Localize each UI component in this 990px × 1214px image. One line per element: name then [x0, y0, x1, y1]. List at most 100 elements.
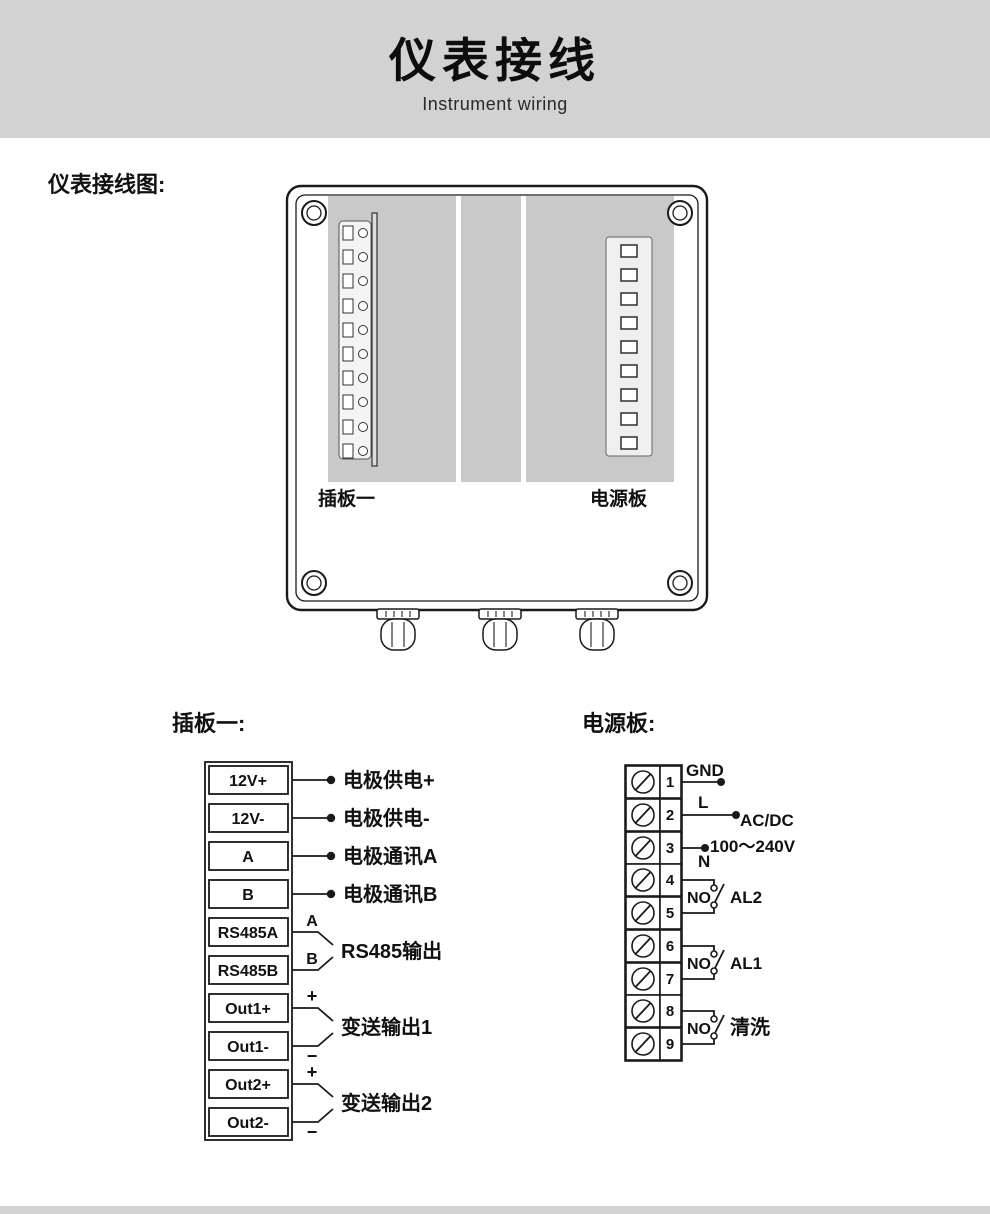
terminal-number: 4: [666, 872, 675, 889]
terminal-number: 5: [666, 905, 674, 922]
connector-modules: [342, 225, 368, 459]
terminal-number: 3: [666, 840, 674, 857]
power-terminal-row: 2: [625, 798, 682, 832]
wire-label: 电极通讯B: [343, 882, 437, 906]
terminal-number: 9: [666, 1036, 674, 1053]
terminal-label: Out1-: [227, 1039, 269, 1056]
terminal-box: [208, 879, 289, 909]
wire-tag-a: A: [306, 913, 318, 930]
wire-electrode-comm-b: 电极通讯B: [292, 882, 437, 906]
plugboard-heading: 插板一:: [172, 711, 245, 736]
wire-group-label: 变送输出1: [341, 1015, 432, 1039]
powerboard-strip: [605, 236, 653, 457]
corner-screw: [667, 200, 693, 226]
gnd-label: GND: [686, 761, 724, 780]
relay-name: AL1: [730, 954, 762, 973]
terminal-box: [208, 1107, 289, 1137]
terminal-label: RS485A: [218, 925, 279, 942]
power-terminal-row: 1: [625, 765, 682, 799]
wire-group-out2: + − 变送输出2: [292, 1062, 432, 1142]
wire-tag-minus: −: [307, 1122, 318, 1142]
terminal-number: 7: [666, 971, 674, 988]
relay-contact-type: NO: [687, 1021, 711, 1038]
corner-screw: [667, 570, 693, 596]
power-terminal-row: 5: [625, 896, 682, 930]
wire-tag-plus: +: [307, 1062, 318, 1082]
relay-al2: NO AL2: [681, 879, 762, 914]
wire-label: 电极供电-: [343, 806, 430, 830]
terminal-box: [208, 803, 289, 833]
page-subtitle: Instrument wiring: [422, 94, 568, 114]
terminal-box: [208, 917, 289, 947]
page-title: 仪表接线: [389, 34, 601, 87]
corner-screw: [301, 200, 327, 226]
terminal-number: 1: [666, 774, 674, 791]
wire-electrode-comm-a: 电极通讯A: [292, 844, 437, 868]
panel-divider: [521, 196, 526, 482]
terminal-label: 12V+: [229, 773, 267, 790]
power-terminal-row: 6: [625, 929, 682, 963]
terminal-label: Out2+: [225, 1077, 271, 1094]
power-terminal-row: 9: [625, 1027, 682, 1061]
switch-blade: [714, 1014, 725, 1034]
relay-contact-type: NO: [687, 890, 711, 907]
panel-label-right: 电源板: [590, 487, 648, 510]
live-label: L: [698, 793, 708, 812]
wire-label: 电极供电+: [343, 768, 435, 792]
cable-gland: [376, 608, 420, 651]
terminal-slots: [620, 244, 638, 450]
terminal-box: [208, 1031, 289, 1061]
powerboard-heading: 电源板:: [582, 711, 655, 736]
terminal-label: Out1+: [225, 1001, 271, 1018]
relay-contact-type: NO: [687, 956, 711, 973]
terminal-number: 2: [666, 807, 674, 824]
terminal-box: [208, 955, 289, 985]
wire-electrode-power-plus: 电极供电+: [292, 768, 435, 792]
enclosure-drawing: 插板一 电源板: [285, 184, 709, 651]
neutral-label: N: [698, 852, 710, 871]
header-banner: 仪表接线 Instrument wiring: [0, 0, 990, 138]
wire-group-rs485: A B RS485输出: [292, 913, 442, 971]
terminal-number: 6: [666, 938, 674, 955]
terminal-label: RS485B: [218, 963, 278, 980]
panel-label-left: 插板一: [318, 487, 375, 510]
power-terminal-row: 4: [625, 863, 682, 897]
plugboard-detail: 12V+ 12V- A B RS485A RS485B Out1+ Out1- …: [204, 761, 442, 1142]
power-terminal-row: 3: [625, 831, 682, 865]
wire-tag-minus: −: [307, 1046, 318, 1066]
relay-al1: NO AL1: [681, 945, 762, 980]
power-terminal-row: 7: [625, 962, 682, 996]
wire-group-label: 变送输出2: [341, 1091, 432, 1115]
panel-divider: [456, 196, 461, 482]
terminal-number: 8: [666, 1003, 674, 1020]
corner-screw: [301, 570, 327, 596]
terminal-label: A: [242, 849, 254, 866]
diagram-caption: 仪表接线图:: [47, 172, 165, 197]
terminal-label: B: [242, 887, 254, 904]
wire-gnd: GND: [681, 761, 725, 786]
terminal-label: 12V-: [232, 811, 265, 828]
terminal-box: [208, 841, 289, 871]
enclosure-inner-shell: [295, 194, 699, 602]
cable-gland: [478, 608, 522, 651]
supply-type-label: AC/DC: [740, 811, 794, 830]
wire-group-out1: + − 变送输出1: [292, 986, 432, 1066]
terminal-box: [208, 765, 289, 795]
switch-blade: [714, 883, 725, 903]
wire-tag-plus: +: [307, 986, 318, 1006]
cable-gland: [575, 608, 619, 651]
wire-electrode-power-minus: 电极供电-: [292, 806, 430, 830]
wire-neutral: N: [681, 844, 710, 871]
terminal-box: [208, 1069, 289, 1099]
relay-cleaning: NO 清洗: [681, 1010, 770, 1045]
supply-voltage-label: 100～240V: [710, 837, 796, 856]
relay-name: 清洗: [730, 1015, 770, 1039]
wire-live: L: [681, 793, 740, 819]
terminal-label: Out2-: [227, 1115, 269, 1132]
bottom-divider-bar: [0, 1206, 990, 1214]
wire-tag-b: B: [306, 951, 318, 968]
switch-blade: [714, 949, 725, 969]
strip-edge-bar: [371, 212, 378, 467]
